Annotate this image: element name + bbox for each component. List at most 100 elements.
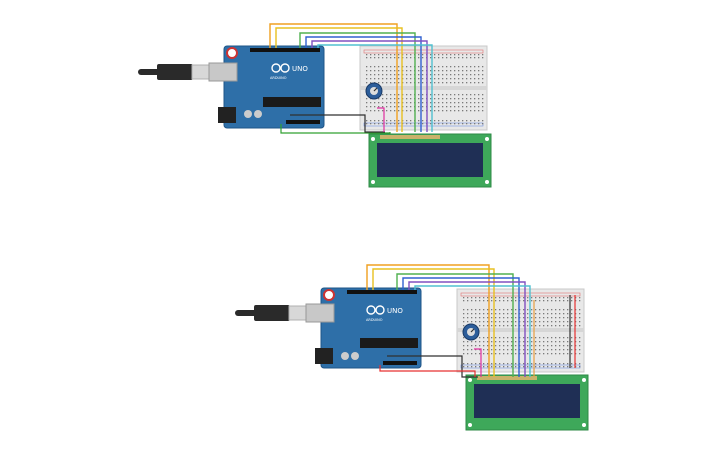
breadboard-hole <box>446 120 448 122</box>
breadboard-hole <box>535 366 537 368</box>
breadboard-hole <box>458 70 460 72</box>
breadboard-hole <box>410 102 412 104</box>
breadboard-hole <box>482 98 484 100</box>
breadboard-hole <box>466 98 468 100</box>
breadboard-hole <box>374 110 376 112</box>
breadboard-hole <box>398 98 400 100</box>
breadboard-hole <box>458 82 460 84</box>
breadboard-hole <box>470 78 472 80</box>
breadboard-hole <box>374 78 376 80</box>
breadboard-hole <box>366 110 368 112</box>
breadboard-hole <box>454 98 456 100</box>
breadboard-hole <box>503 341 505 343</box>
breadboard-hole <box>527 345 529 347</box>
breadboard-hole <box>378 57 380 59</box>
breadboard-hole <box>555 366 557 368</box>
breadboard-hole <box>450 102 452 104</box>
breadboard-hole <box>434 82 436 84</box>
breadboard-hole <box>450 98 452 100</box>
breadboard-hole <box>507 345 509 347</box>
breadboard-hole <box>418 120 420 122</box>
breadboard-hole <box>418 54 420 56</box>
breadboard-hole <box>531 313 533 315</box>
breadboard-hole <box>406 82 408 84</box>
breadboard-hole <box>475 366 477 368</box>
breadboard-hole <box>503 321 505 323</box>
breadboard-hole <box>386 110 388 112</box>
breadboard-hole <box>555 349 557 351</box>
breadboard-hole <box>523 345 525 347</box>
breadboard-hole <box>434 94 436 96</box>
breadboard-hole <box>394 82 396 84</box>
breadboard-hole <box>527 321 529 323</box>
breadboard-hole <box>370 82 372 84</box>
potentiometer <box>365 82 383 100</box>
breadboard-hole <box>471 309 473 311</box>
breadboard-hole <box>398 66 400 68</box>
breadboard-hole <box>438 66 440 68</box>
breadboard-hole <box>551 313 553 315</box>
breadboard-hole <box>434 66 436 68</box>
breadboard-hole <box>507 349 509 351</box>
breadboard-hole <box>563 337 565 339</box>
breadboard-hole <box>450 94 452 96</box>
usb-cable <box>138 64 211 80</box>
breadboard-hole <box>370 74 372 76</box>
breadboard-hole <box>567 337 569 339</box>
breadboard-hole <box>438 74 440 76</box>
breadboard-hole <box>462 70 464 72</box>
breadboard-hole <box>442 66 444 68</box>
breadboard-hole <box>503 363 505 365</box>
breadboard-hole <box>575 345 577 347</box>
breadboard-hole <box>394 54 396 56</box>
breadboard-hole <box>495 321 497 323</box>
breadboard-hole <box>462 66 464 68</box>
breadboard-hole <box>495 349 497 351</box>
breadboard-hole <box>394 98 396 100</box>
breadboard-hole <box>482 57 484 59</box>
breadboard-hole <box>410 94 412 96</box>
breadboard-hole <box>471 321 473 323</box>
breadboard-hole <box>442 110 444 112</box>
breadboard-hole <box>482 78 484 80</box>
breadboard-hole <box>511 321 513 323</box>
breadboard-hole <box>462 98 464 100</box>
breadboard-hole <box>531 297 533 299</box>
breadboard-hole <box>559 349 561 351</box>
breadboard-hole <box>543 325 545 327</box>
breadboard-hole <box>382 57 384 59</box>
breadboard-hole <box>547 366 549 368</box>
breadboard-hole <box>531 353 533 355</box>
breadboard-hole <box>374 123 376 125</box>
breadboard-hole <box>475 345 477 347</box>
breadboard-hole <box>442 78 444 80</box>
breadboard-hole <box>398 78 400 80</box>
breadboard-hole <box>487 317 489 319</box>
breadboard-hole <box>471 300 473 302</box>
breadboard-hole <box>474 102 476 104</box>
breadboard-hole <box>478 123 480 125</box>
breadboard-hole <box>563 309 565 311</box>
breadboard-hole <box>374 57 376 59</box>
breadboard-hole <box>454 66 456 68</box>
breadboard-hole <box>559 321 561 323</box>
breadboard-hole <box>474 70 476 72</box>
breadboard-hole <box>471 297 473 299</box>
breadboard-hole <box>458 120 460 122</box>
breadboard-hole <box>551 321 553 323</box>
breadboard-hole <box>410 106 412 108</box>
breadboard-hole <box>438 110 440 112</box>
breadboard-hole <box>511 317 513 319</box>
breadboard-hole <box>559 309 561 311</box>
breadboard-hole <box>567 325 569 327</box>
breadboard-hole <box>462 120 464 122</box>
breadboard-hole <box>463 353 465 355</box>
breadboard-hole <box>474 78 476 80</box>
breadboard-hole <box>474 106 476 108</box>
breadboard-hole <box>463 309 465 311</box>
breadboard-hole <box>430 54 432 56</box>
breadboard-hole <box>535 345 537 347</box>
breadboard-hole <box>551 366 553 368</box>
breadboard-hole <box>563 353 565 355</box>
breadboard-hole <box>446 106 448 108</box>
